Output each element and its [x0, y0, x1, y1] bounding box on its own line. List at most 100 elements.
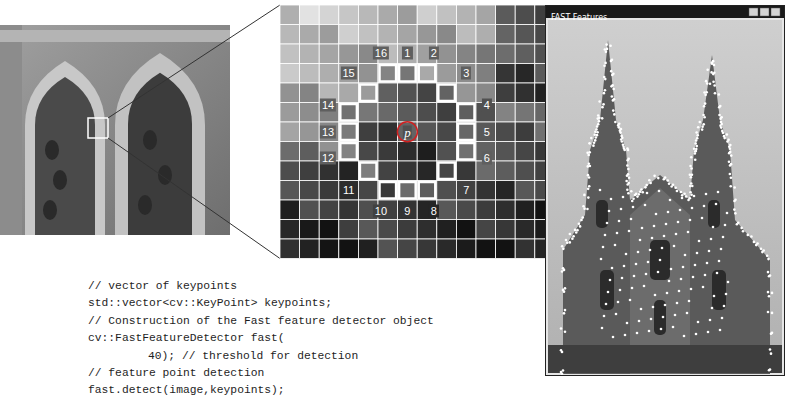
feature-point — [716, 272, 719, 275]
pixel-cell — [417, 181, 437, 201]
pixel-cell — [339, 142, 359, 162]
feature-point — [647, 261, 650, 264]
pixel-cell — [515, 122, 535, 142]
feature-point — [708, 250, 711, 253]
pixel-cell — [358, 64, 378, 84]
feature-point — [646, 192, 649, 195]
feature-point — [695, 139, 698, 142]
feature-point — [587, 196, 590, 199]
feature-point — [632, 197, 635, 200]
feature-point — [666, 179, 669, 182]
feature-point — [580, 219, 583, 222]
feature-point — [623, 149, 626, 152]
feature-point — [696, 137, 699, 140]
feature-point — [603, 315, 606, 318]
callout-number: 15 — [340, 67, 356, 80]
feature-point — [683, 193, 686, 196]
feature-point — [727, 281, 730, 284]
ground — [548, 345, 782, 373]
feature-point — [604, 234, 607, 237]
feature-point — [728, 160, 731, 163]
feature-point — [662, 316, 665, 319]
feature-point — [670, 268, 673, 271]
pixel-cell — [456, 142, 476, 162]
feature-point — [602, 103, 605, 106]
feature-point — [715, 203, 718, 206]
feature-point — [587, 154, 590, 157]
pixel-cell — [398, 220, 418, 240]
pixel-cell — [319, 5, 339, 25]
feature-point — [608, 210, 611, 213]
pixel-cell — [398, 142, 418, 162]
feature-point — [625, 180, 628, 183]
feature-point — [595, 136, 598, 139]
pixel-cell — [515, 200, 535, 220]
feature-point — [596, 134, 599, 137]
feature-point — [719, 105, 722, 108]
feature-point — [740, 227, 743, 230]
feature-point — [709, 83, 712, 86]
feature-point — [587, 188, 590, 191]
photo-crop — [0, 25, 230, 235]
feature-point — [730, 163, 733, 166]
feature-point — [750, 235, 753, 238]
pixel-cell — [496, 103, 516, 123]
feature-point — [689, 197, 692, 200]
pixel-cell — [398, 25, 418, 45]
feature-point — [564, 287, 567, 290]
feature-point — [729, 151, 732, 154]
feature-point — [762, 249, 765, 252]
feature-point — [598, 100, 601, 103]
feature-point — [564, 331, 567, 334]
feature-point — [714, 92, 717, 95]
feature-point — [721, 317, 724, 320]
feature-point — [713, 295, 716, 298]
circle-pixel — [419, 182, 436, 199]
feature-point — [720, 248, 723, 251]
feature-point — [693, 147, 696, 150]
feature-point — [718, 93, 721, 96]
feature-point — [733, 208, 736, 211]
pixel-cell — [300, 25, 320, 45]
callout-number: 6 — [482, 152, 492, 165]
feature-point — [592, 144, 595, 147]
feature-point — [690, 167, 693, 170]
pixel-cell — [456, 103, 476, 123]
pixel-cell — [358, 161, 378, 181]
feature-point — [604, 62, 607, 65]
feature-point — [690, 193, 693, 196]
pixel-cell — [339, 25, 359, 45]
feature-point — [673, 245, 676, 248]
feature-point — [734, 198, 737, 201]
church-window — [708, 200, 720, 228]
feature-point — [706, 262, 709, 265]
feature-point — [563, 312, 566, 315]
callout-number: 8 — [429, 204, 439, 217]
circle-pixel — [360, 163, 377, 180]
callout-number: 13 — [320, 125, 336, 138]
window-pane — [143, 130, 157, 150]
feature-point — [614, 244, 617, 247]
feature-point — [568, 241, 571, 244]
pixel-cell — [456, 64, 476, 84]
pixel-cell — [319, 200, 339, 220]
window-button — [749, 8, 758, 16]
pixel-cell — [319, 220, 339, 240]
feature-point — [723, 305, 726, 308]
feature-point — [564, 309, 567, 312]
pixel-cell — [378, 83, 398, 103]
feature-point — [588, 151, 591, 154]
pixel-cell — [456, 122, 476, 142]
feature-point — [590, 137, 593, 140]
window-button — [771, 8, 780, 16]
feature-point — [704, 102, 707, 105]
feature-point — [760, 247, 763, 250]
feature-point — [683, 335, 686, 338]
feature-point — [677, 221, 680, 224]
window-pane — [43, 200, 57, 220]
pixel-cell — [339, 181, 359, 201]
pixel-grid — [280, 5, 554, 259]
pixel-cell — [280, 122, 300, 142]
pixel-cell — [378, 142, 398, 162]
result-window — [545, 5, 785, 376]
